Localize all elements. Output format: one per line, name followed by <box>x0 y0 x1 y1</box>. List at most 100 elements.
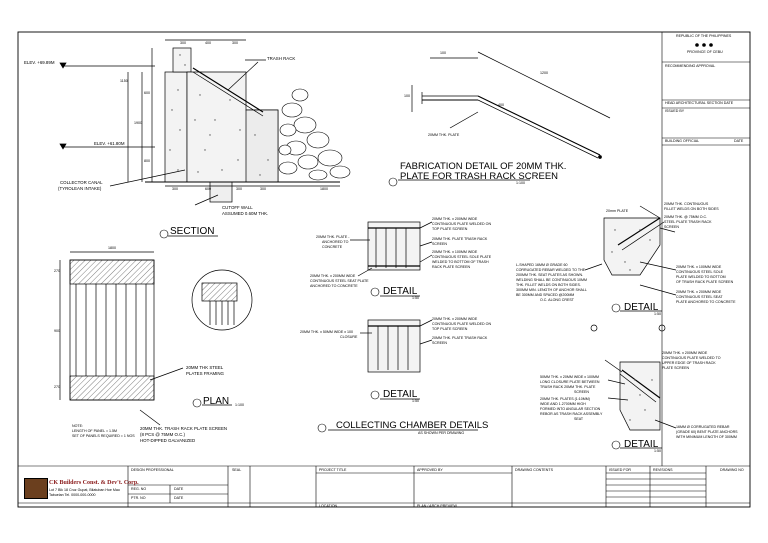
detail3-drawing <box>584 205 677 332</box>
section-dim-bottom-1: 300 <box>172 187 178 191</box>
detail1-right-3: TOP PLATE SCREEN <box>432 227 468 231</box>
detail1-right-7: CONTINUOUS STEEL SOLE PLATE <box>432 255 492 259</box>
detail1-right-6: 20MM THK. x 100MM WIDE <box>432 250 478 254</box>
trash-rack-label: TRASH RACK <box>267 56 296 61</box>
fabrication-dim-4: 1200 <box>540 71 548 75</box>
section-dim-top-2: 400 <box>205 41 211 45</box>
detail1-bottom-3: ANCHORED TO CONCRETE <box>310 284 358 288</box>
collector-canal-label: COLLECTOR CANAL <box>60 180 103 185</box>
plan-note-3: SET OF PANELS REQUIRED = 1 NOS <box>72 434 135 438</box>
building-official-date: DATE <box>734 139 744 143</box>
detail3-right-9: OF TRASH RACK PLATE SCREEN <box>676 280 734 284</box>
detail1-right-8: WELDED TO BOTTOM OF TRASH <box>432 260 489 264</box>
detail1-right-1: 20MM THK. x 200MM WIDE <box>432 217 478 221</box>
section-dim-left-2: 1900 <box>134 121 142 125</box>
detail2-right-2: CONTINUOUS PLATE WELDED ON <box>432 322 492 326</box>
plan-drawing <box>59 251 253 426</box>
plan-note-1: NOTE: <box>72 424 83 428</box>
detail1-right-2: CONTINUOUS PLATE WELDED ON <box>432 222 492 226</box>
republic-label: REPUBLIC OF THE PHILIPPINES <box>676 34 732 38</box>
section-dim-bottom-2: 600 <box>205 187 211 191</box>
detail3-left-3: 200MM THK. SEAT PLATES AS SHOWN. <box>516 273 584 277</box>
detail3-right-4: STEEL PLATE TRASH RACK <box>664 220 712 224</box>
detail4-title: DETAIL <box>624 439 659 450</box>
detail3-left-2: CORRUGATED REBAR WELDED TO THE <box>516 268 586 272</box>
collector-canal-sub: (TYROLEAN INTAKE) <box>58 186 102 191</box>
fabrication-title-2: PLATE FOR TRASH RACK SCREEN <box>400 171 559 182</box>
detail4-right-1: 20MM THK. x 200MM WIDE <box>662 351 708 355</box>
section-dim-left-4: 800 <box>144 159 150 163</box>
section-dim-left-1: 1150 <box>120 79 128 83</box>
detail4-left-3: TRASH RACK 20MM THK. PLATE <box>540 385 596 389</box>
plan-screen-label-1: 20MM THK. TRASH RACK PLATE SCREEN <box>140 426 228 431</box>
seal-label: SEAL <box>232 468 242 472</box>
fabrication-plate-label: 20MM THK. PLATE <box>428 133 460 137</box>
detail1-scale: 1:50 <box>412 296 419 300</box>
design-professional-label: DESIGN PROFESSIONAL <box>131 468 174 472</box>
detail4-left-7: FORMED INTO ANGULAR SECTION <box>540 407 601 411</box>
detail2-left-1: 20MM THK. x 50MM WIDE x 100 <box>300 330 354 334</box>
detail2-title: DETAIL <box>383 389 418 400</box>
riprap-boulders <box>278 88 351 181</box>
detail3-top-label: 20mm PLATE <box>606 209 629 213</box>
detail3-right-3: 20MM THK. @ 75MM O.C. <box>664 215 708 219</box>
plan-height-dim-3: 270 <box>54 385 60 389</box>
concrete-hatch-detail4 <box>629 379 653 421</box>
plan-note-2: LENGTH OF PANEL = 1.5M <box>72 429 118 433</box>
detail4-left-2: LONG CLOSURE PLATE BETWEEN <box>540 380 600 384</box>
detail1-title: DETAIL <box>383 286 418 297</box>
plan-title: PLAN <box>203 396 230 407</box>
detail1-right-5: SCREEN <box>432 242 447 246</box>
approved-by-label: APPROVED BY <box>417 468 443 472</box>
detail3-right-11: CONTINUOUS STEEL SEAT <box>676 295 723 299</box>
section-dim-top-1: 300 <box>180 41 186 45</box>
detail1-bottom-1: 20MM THK. x 200MM WIDE <box>310 274 356 278</box>
detail2-right-5: SCREEN <box>432 341 447 345</box>
recommending-label: RECOMMENDING APPROVAL <box>665 64 716 68</box>
seal-dots <box>695 43 713 47</box>
cutoff-wall-label: CUTOFF WALL <box>222 205 253 210</box>
detail2-right-1: 20MM THK. x 200MM WIDE <box>432 317 478 321</box>
company-name: CK Builders Const. & Dev't. Corp. <box>49 480 139 486</box>
section-dim-bottom-5: 1800 <box>320 187 328 191</box>
detail2-scale: 1:50 <box>412 399 419 403</box>
section-dim-bottom-3: 300 <box>236 187 242 191</box>
detail4-right-3: UPPER EDGE OF TRASH RACK <box>662 361 716 365</box>
detail4-left-1: 50MM THK. x 20MM WIDE x 100MM <box>540 375 600 379</box>
issued-by-label: ISSUED BY <box>665 109 685 113</box>
title-markers <box>159 177 621 450</box>
detail4-left-8: REBOR AS TRASH RACK ASSEMBLY <box>540 412 603 416</box>
section-dim-top-3: 300 <box>232 41 238 45</box>
detail3-right-12: PLATE ANCHORED TO CONCRETE <box>676 300 736 304</box>
plan-height-dim-2: 900 <box>54 329 60 333</box>
detail3-scale: 1:50 <box>654 312 661 316</box>
province-label: PROVINCE OF CEBU <box>687 50 723 54</box>
detail4-left-9: SEAT <box>574 417 584 421</box>
detail3-right-6: 20MM THK. x 100MM WIDE <box>676 265 722 269</box>
reg-date-label: DATE <box>174 487 184 491</box>
reg-no-label: REG. NO <box>131 487 147 491</box>
detail3-left-5: THK. FILLET WELDS ON BOTH SIDES. <box>516 283 581 287</box>
bottom-strip <box>18 465 750 507</box>
section-dim-left-3: 600 <box>144 91 150 95</box>
detail3-right-5: SCREEN <box>664 225 679 229</box>
issued-for-label: ISSUED FOR <box>609 468 631 472</box>
plan-height-dim-1: 270 <box>54 269 60 273</box>
detail4-scale: 1:50 <box>654 449 661 453</box>
collecting-scale: AS SHOWN PER DRAWING <box>418 431 465 435</box>
detail1-left-2: ANCHORED TO <box>322 240 349 244</box>
detail1-drawing <box>350 221 433 277</box>
section-drawing <box>59 39 340 206</box>
detail3-right-7: CONTINUOUS STEEL SOLE <box>676 270 723 274</box>
company-address-1: Lot 7 Blk 18 Cruz Gupat, Bilatuban Hoe M… <box>49 488 120 492</box>
detail3-right-8: PLATE WELDED TO BOTTOM <box>676 275 726 279</box>
plan-framing-label-2: PLATES FRAMING <box>186 371 224 376</box>
detail4-drawing <box>604 359 677 431</box>
revisions-label: REVISIONS <box>653 468 673 472</box>
head-arch-label: HEAD ARCHITECTURAL SECTION DATE <box>665 101 734 105</box>
detail3-left-7: BE 300MM AND SPACED @200MM <box>516 293 575 297</box>
cutoff-wall-sub: ASSUMED 0.60M THK. <box>222 211 269 216</box>
detail2-drawing <box>360 319 433 373</box>
detail3-left-6: 300MM MIN. LENGTH OF ANCHOR SHALL <box>516 288 587 292</box>
